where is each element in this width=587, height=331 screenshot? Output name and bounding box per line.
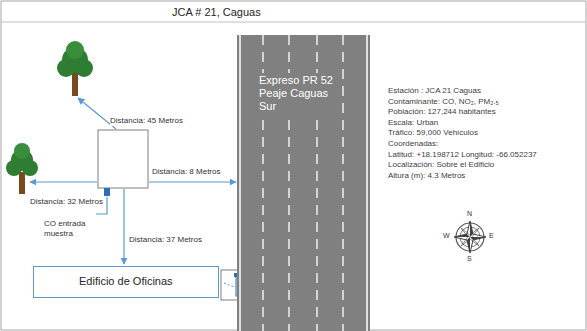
compass-letter: S bbox=[467, 255, 472, 263]
distance-label: Distancia: 32 Metros bbox=[30, 197, 103, 207]
tree-symbol bbox=[6, 143, 38, 194]
distance-label: Distancia: 8 Metros bbox=[152, 167, 220, 177]
tree-symbol bbox=[57, 41, 93, 96]
diagram-title: JCA # 21, Caguas bbox=[172, 6, 261, 19]
node-label: Edificio de Oficinas bbox=[79, 275, 173, 288]
compass-rose bbox=[454, 221, 486, 253]
title-rule bbox=[1, 22, 586, 23]
compass-letter: E bbox=[489, 232, 494, 240]
inlet-label: CO entrada muestra bbox=[44, 219, 94, 238]
distance-label: Distancia: 37 Metros bbox=[129, 235, 202, 245]
station-info: Estación : JCA 21 Caguas bbox=[388, 86, 481, 96]
station-info: Población: 127,244 habitantes bbox=[388, 107, 496, 117]
station-info: Tráfico: 59,000 Vehículos bbox=[388, 128, 478, 138]
station-info: Localización: Sobre el Edificio bbox=[388, 160, 494, 170]
station-info: Altura (m): 4.3 Metros bbox=[388, 171, 465, 181]
station-info: Escala: Urban bbox=[388, 118, 438, 128]
sample-inlet bbox=[104, 188, 110, 196]
station-info: Latitud: +18.198712 Longitud: -66.052237 bbox=[388, 150, 537, 160]
compass-letter: W bbox=[443, 232, 450, 240]
compass-letter: N bbox=[467, 210, 472, 218]
highway-band: Expreso PR 52 Peaje Caguas Sur bbox=[237, 35, 370, 331]
distance-leaders bbox=[30, 98, 236, 264]
station-info: Contaminante: CO, NO₂, PM₂.₅ bbox=[388, 97, 499, 107]
office-building-box: Edificio de Oficinas bbox=[33, 266, 219, 298]
station-info: Coordenadas: bbox=[388, 139, 438, 149]
node-label: Expreso PR 52 Peaje Caguas Sur bbox=[257, 73, 341, 115]
station-box bbox=[98, 130, 148, 188]
distance-label: Distancia: 45 Metros bbox=[110, 116, 183, 126]
